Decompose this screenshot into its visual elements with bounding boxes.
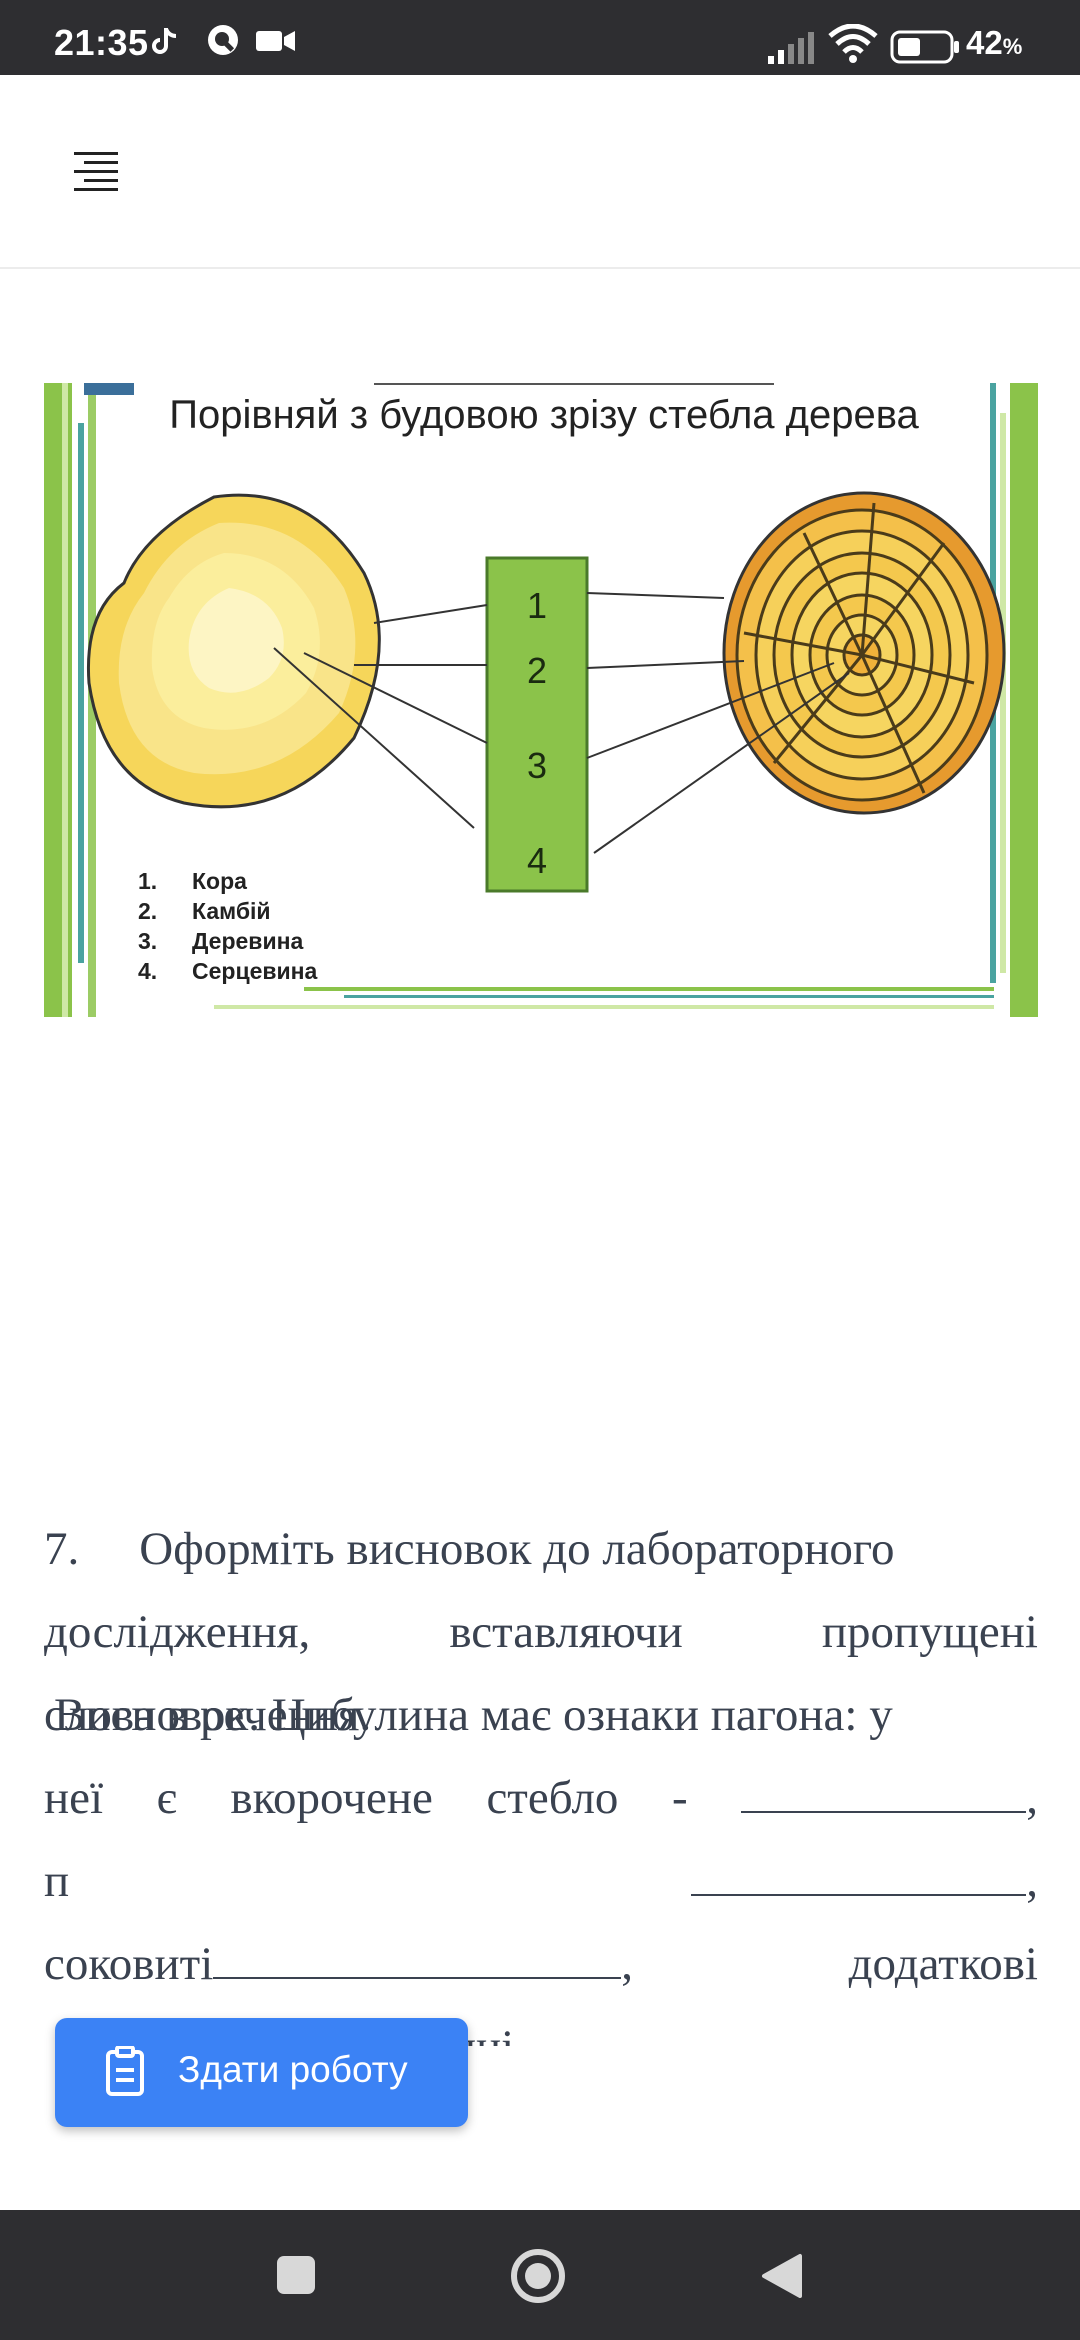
connector-lines bbox=[273, 592, 850, 854]
word: неї bbox=[44, 1772, 104, 1824]
legend-num-3: 3. bbox=[138, 928, 157, 954]
status-bar: 21:35 42% bbox=[0, 0, 1080, 75]
wifi-icon bbox=[828, 24, 878, 63]
tiktok-icon bbox=[152, 28, 177, 54]
signal-icon bbox=[768, 32, 814, 64]
legend-num-2: 2. bbox=[138, 898, 157, 924]
legend-label-3: Деревина bbox=[192, 928, 303, 954]
legend-label-4: Серцевина bbox=[192, 958, 318, 984]
number-4: 4 bbox=[527, 840, 547, 881]
number-2: 2 bbox=[527, 650, 547, 691]
legend-label-2: Камбій bbox=[192, 898, 271, 924]
status-time: 21:35 bbox=[54, 22, 149, 63]
comma: , bbox=[1026, 1855, 1038, 1907]
word: додаткові bbox=[848, 1938, 1038, 1990]
legend-num-1: 1. bbox=[138, 868, 157, 894]
number-3: 3 bbox=[527, 745, 547, 786]
word: є bbox=[156, 1772, 177, 1824]
word: соковиті bbox=[44, 1938, 214, 1990]
task-text-line-2: дослідження, вставляючи пропущені bbox=[44, 1591, 1038, 1674]
blank-field-2[interactable]: , bbox=[691, 1840, 1038, 1923]
submit-work-button[interactable]: Здати роботу bbox=[55, 2018, 468, 2127]
word: - bbox=[671, 1772, 688, 1824]
q-app-icon bbox=[208, 25, 238, 55]
conclusion-line-1: Висновок. Цибулина має ознаки пагона: у bbox=[54, 1689, 893, 1741]
conclusion-line-4: соковиті, додаткові bbox=[44, 1923, 1038, 2006]
number-bar: 1 2 3 4 bbox=[485, 556, 589, 893]
back-triangle-icon[interactable] bbox=[760, 2252, 804, 2300]
task-number: 7. bbox=[44, 1523, 80, 1575]
task-text-line-3: слова в речення. bbox=[44, 1689, 372, 1741]
video-camera-icon bbox=[256, 31, 295, 51]
conclusion: Висновок. Цибулина має ознаки пагона: у … bbox=[44, 1674, 1038, 2046]
circle-icon[interactable] bbox=[510, 2248, 566, 2304]
tree-cross-section bbox=[722, 491, 1006, 815]
battery-percentage: 42% bbox=[966, 24, 1023, 61]
stem-cross-section-figure: Порівняй з будовою зрізу стебла дерева 1 bbox=[44, 383, 1038, 1017]
comma: , bbox=[621, 1938, 634, 1990]
conclusion-line-2: неї є вкорочене стебло - , bbox=[44, 1757, 1038, 1840]
comma: , bbox=[1026, 1772, 1038, 1824]
system-navigation-bar bbox=[0, 2210, 1080, 2340]
legend-num-4: 4. bbox=[138, 958, 157, 984]
menu-lines-icon[interactable] bbox=[70, 150, 126, 200]
blank-field-3[interactable]: соковиті, bbox=[44, 1923, 633, 2006]
word: п bbox=[44, 1855, 70, 1907]
legend: 1. Кора 2. Камбій 3. Деревина 4. Серцеви… bbox=[138, 868, 318, 984]
blank-field-1[interactable]: , bbox=[741, 1757, 1038, 1840]
task-text-line-1: Оформіть висновок до лабораторного bbox=[139, 1523, 895, 1575]
clipboard-icon bbox=[106, 2046, 144, 2096]
task-7: 7. Оформіть висновок до лабораторного до… bbox=[44, 1508, 1038, 1757]
word: пропущені bbox=[821, 1606, 1038, 1658]
conclusion-line-3: п , bbox=[44, 1840, 1038, 1923]
number-1: 1 bbox=[527, 585, 547, 626]
legend-label-1: Кора bbox=[192, 868, 247, 894]
word: дослідження, bbox=[44, 1606, 311, 1658]
square-icon[interactable] bbox=[275, 2254, 317, 2296]
app-bar bbox=[0, 75, 1080, 269]
battery-icon bbox=[890, 30, 959, 64]
figure-title: Порівняй з будовою зрізу стебла дерева bbox=[169, 393, 919, 437]
word: стебло bbox=[486, 1772, 619, 1824]
word: вставляючи bbox=[449, 1606, 683, 1658]
bulb-cross-section bbox=[86, 493, 381, 809]
word: вкорочене bbox=[230, 1772, 433, 1824]
submit-button-label: Здати роботу bbox=[178, 2049, 408, 2090]
